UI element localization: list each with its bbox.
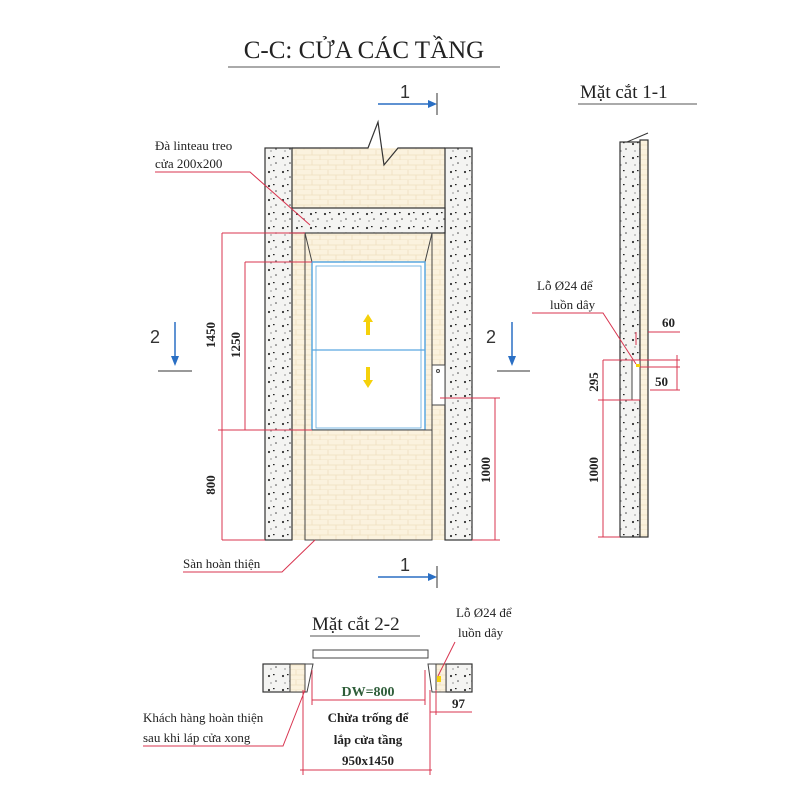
hole-indicator	[636, 364, 640, 367]
down-arrow-icon	[363, 367, 373, 388]
door-header-bevel	[304, 232, 433, 263]
section-2-2: Mặt cắt 2-2 DW=800 Chừa trống để lắp cửa…	[143, 605, 512, 775]
left-concrete-column	[264, 147, 293, 541]
svg-text:1000: 1000	[586, 457, 601, 483]
svg-text:1: 1	[400, 555, 410, 575]
up-arrow-icon	[363, 314, 373, 335]
wall-concrete-strip	[619, 141, 641, 538]
svg-text:Lỗ Ø24 để: Lỗ Ø24 để	[537, 278, 593, 293]
svg-text:2: 2	[486, 327, 496, 347]
svg-text:luồn dây: luồn dây	[458, 625, 504, 640]
lintel-beam	[291, 207, 446, 234]
svg-text:1250: 1250	[228, 332, 243, 358]
svg-text:97: 97	[452, 696, 466, 711]
elevation-view	[264, 119, 473, 541]
dw-label: DW=800	[341, 685, 394, 700]
svg-text:950x1450: 950x1450	[342, 753, 394, 768]
door-panel-plan	[312, 649, 429, 659]
break-line	[292, 119, 445, 167]
svg-text:50: 50	[655, 374, 668, 389]
section-mark-2-right: 2	[486, 322, 530, 372]
svg-text:1450: 1450	[203, 322, 218, 348]
section-mark-2-left: 2	[150, 322, 192, 372]
door-panel	[311, 261, 426, 431]
svg-text:Sàn hoàn thiện: Sàn hoàn thiện	[183, 556, 261, 571]
svg-text:luồn dây: luồn dây	[550, 297, 596, 312]
svg-text:2: 2	[150, 327, 160, 347]
svg-text:800: 800	[203, 475, 218, 495]
lintel-note: Đà linteau treo cửa 200x200	[155, 138, 311, 226]
call-button-box	[431, 364, 446, 406]
svg-text:295: 295	[586, 372, 601, 392]
section-1-1: Mặt cắt 1-1 Lỗ Ø24 để luồn dây 60 50 295…	[532, 82, 697, 538]
svg-text:lắp cửa tầng: lắp cửa tầng	[334, 732, 403, 747]
right-wall-plan	[445, 663, 473, 693]
svg-text:Lỗ Ø24 để: Lỗ Ø24 để	[456, 605, 512, 620]
right-concrete-column	[444, 147, 473, 541]
svg-text:1000: 1000	[478, 457, 493, 483]
svg-text:Chừa trống để: Chừa trống để	[328, 710, 410, 725]
svg-text:sau khi láp cửa xong: sau khi láp cửa xong	[143, 730, 251, 745]
section-mark-1-bottom: 1	[378, 555, 438, 588]
svg-text:60: 60	[662, 315, 675, 330]
elevation-dimensions: 1450 1250 800 1000	[203, 232, 500, 541]
svg-text:Mặt cắt 2-2: Mặt cắt 2-2	[312, 614, 400, 635]
wall-brick-strip	[639, 139, 649, 538]
svg-text:1: 1	[400, 82, 410, 102]
svg-text:Khách hàng hoàn thiện: Khách hàng hoàn thiện	[143, 710, 264, 725]
section-mark-1-top: 1	[378, 82, 438, 115]
svg-text:Mặt cắt 1-1: Mặt cắt 1-1	[580, 82, 668, 103]
drawing-title: C-C: CỬA CÁC TẦNG	[244, 35, 485, 64]
floor-note: Sàn hoàn thiện	[183, 539, 316, 573]
svg-text:cửa 200x200: cửa 200x200	[155, 156, 222, 171]
svg-text:Đà linteau treo: Đà linteau treo	[155, 138, 232, 153]
